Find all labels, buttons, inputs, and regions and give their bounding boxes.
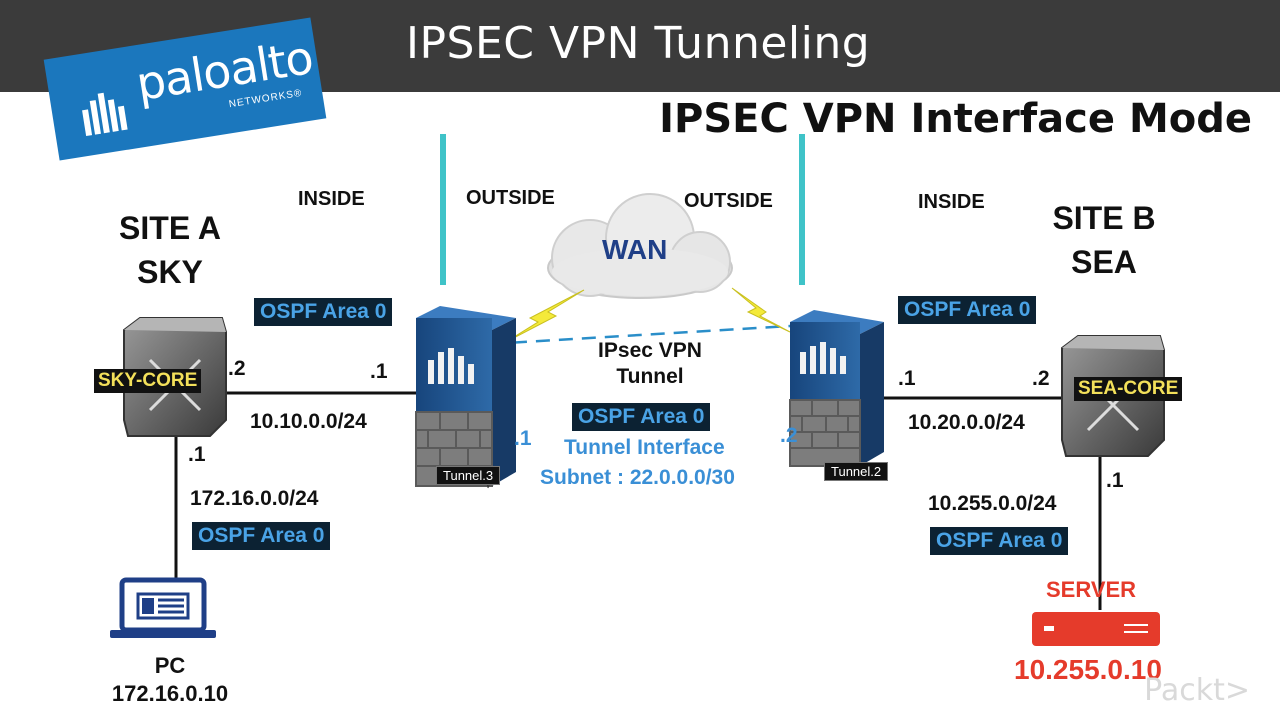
firewall-b-icon <box>789 310 884 467</box>
zone-inside-a: INSIDE <box>298 188 365 210</box>
sky-core-tag: SKY-CORE <box>94 369 202 393</box>
ospf-badge-pc: OSPF Area 0 <box>192 522 331 550</box>
pc-laptop-icon <box>110 577 216 638</box>
tunnel-subnet-label: Subnet : 22.0.0.0/30 <box>540 466 735 489</box>
zone-inside-b: INSIDE <box>918 191 985 213</box>
slide-subtitle: IPSEC VPN Interface Mode <box>659 96 1252 142</box>
tunnel-right-dot: .2 <box>780 424 798 447</box>
packt-watermark: Packt> <box>1144 673 1250 708</box>
lightning-b-icon <box>731 287 791 333</box>
subnet-pc: 172.16.0.0/24 <box>190 487 319 510</box>
tunnel-interface-label: Tunnel Interface <box>564 436 725 459</box>
zone-outside-a: OUTSIDE <box>466 187 555 209</box>
paloalto-logo: paloalto NETWORKS® <box>43 17 327 161</box>
wan-cloud-icon <box>547 193 733 299</box>
ospf-badge-site-b: OSPF Area 0 <box>898 296 1037 324</box>
fw-b-inside-dot: .1 <box>898 367 916 390</box>
subnet-a: 10.10.0.0/24 <box>250 410 367 433</box>
sky-core-dot: .2 <box>228 357 246 380</box>
server-label: SERVER <box>1046 577 1137 602</box>
tunnel-label: IPsec VPN Tunnel <box>588 338 712 390</box>
slide-title: IPSEC VPN Tunneling <box>406 18 871 69</box>
subnet-server: 10.255.0.0/24 <box>928 492 1057 515</box>
ospf-badge-server: OSPF Area 0 <box>930 527 1069 555</box>
ospf-badge-tunnel: OSPF Area 0 <box>572 403 711 431</box>
ospf-badge-site-a: OSPF Area 0 <box>254 298 393 326</box>
server-icon <box>1032 612 1160 646</box>
firewall-a-icon <box>415 306 516 487</box>
tunnel3-tag: Tunnel.3 <box>436 466 501 485</box>
server-side-dot: .1 <box>1106 469 1124 492</box>
site-a-line2: SKY <box>137 254 203 290</box>
zone-outside-b: OUTSIDE <box>684 190 773 212</box>
pc-label: PC 172.16.0.10 <box>90 652 250 708</box>
wan-label: WAN <box>602 234 668 265</box>
site-a-label: SITE A SKY <box>98 206 242 294</box>
ipsec-tunnel-line <box>489 324 791 346</box>
pc-ip: 172.16.0.10 <box>111 681 229 706</box>
lightning-a-icon <box>505 289 585 343</box>
tunnel-label-line1: IPsec VPN <box>598 339 702 362</box>
pc-side-dot: .1 <box>188 443 206 466</box>
sea-core-dot: .2 <box>1032 367 1050 390</box>
paloalto-mark-icon <box>82 92 128 137</box>
tunnel2-tag: Tunnel.2 <box>824 462 889 481</box>
pc-name: PC <box>154 653 186 678</box>
fw-a-inside-dot: .1 <box>370 360 388 383</box>
site-b-line2: SEA <box>1071 244 1137 280</box>
site-b-label: SITE B SEA <box>1034 196 1174 284</box>
server-ip: 10.255.0.10 <box>1014 654 1162 685</box>
sea-core-tag: SEA-CORE <box>1074 377 1183 401</box>
tunnel-left-dot: .1 <box>514 427 532 450</box>
tunnel-label-line2: Tunnel <box>616 365 684 388</box>
site-b-line1: SITE B <box>1052 200 1156 236</box>
site-a-line1: SITE A <box>119 210 221 246</box>
subnet-b: 10.20.0.0/24 <box>908 411 1025 434</box>
